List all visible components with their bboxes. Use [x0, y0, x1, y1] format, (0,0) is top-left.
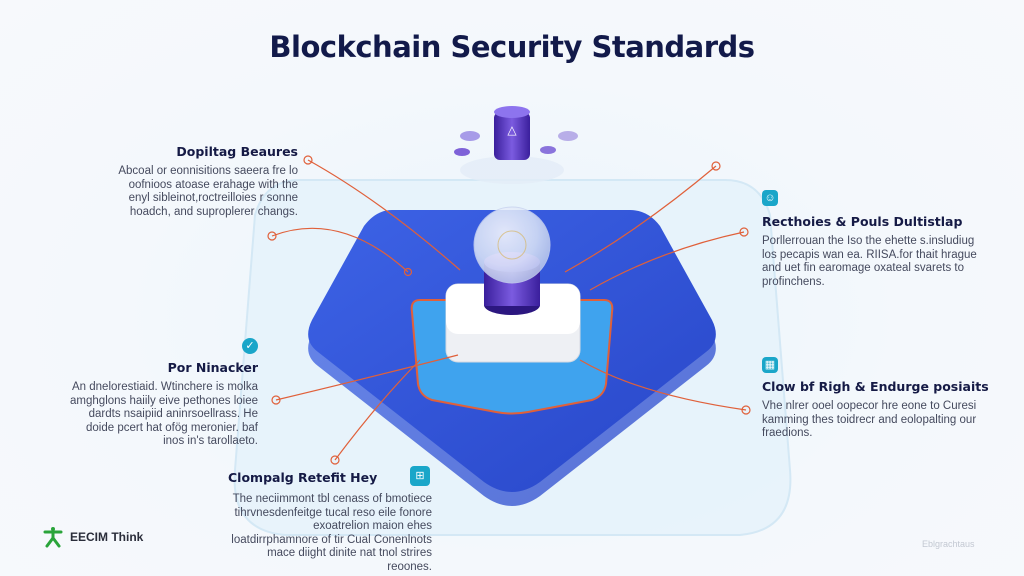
info-heading: Recthoies & Pouls Dultistlap — [762, 214, 963, 229]
chat-bubble-icon: ☺ — [762, 190, 778, 206]
footer-watermark: Eblgrachtaus — [922, 539, 975, 549]
info-heading: Por Ninacker — [167, 360, 258, 375]
info-body: Abcoal or eonnisitions saeera fre lo oof… — [118, 165, 298, 218]
info-heading: Clow bf Righ & Endurge posiaits — [762, 379, 989, 394]
top-token: △ — [454, 106, 578, 184]
info-block-3: ✓ Por Ninacker An dnelorestiaid. Wtinche… — [62, 336, 258, 449]
info-body: Porllerrouan the Iso the ehette s.inslud… — [762, 235, 977, 288]
grid-chip-icon: ▦ — [762, 357, 778, 373]
info-body: The neciimmont tbl cenass of bmotiece ti… — [231, 493, 432, 573]
connector-lines — [267, 155, 751, 465]
info-body: An dnelorestiaid. Wtinchere is molka amg… — [70, 381, 258, 447]
svg-text:△: △ — [507, 123, 517, 137]
check-circle-icon: ✓ — [242, 338, 258, 354]
info-block-2: ☺ Recthoies & Pouls Dultistlap Porllerro… — [762, 188, 992, 289]
info-body: Vhe nlrer ooel oopecor hre eone to Cures… — [762, 400, 977, 439]
glass-sphere — [473, 206, 551, 284]
page-title: Blockchain Security Standards — [269, 30, 755, 64]
blocks-cluster-icon: ⊞ — [410, 466, 430, 486]
info-block-5: ⊞ Clompalg Retefit Hey The neciimmont tb… — [228, 466, 432, 574]
info-heading: Clompalg Retefit Hey — [228, 470, 378, 485]
brand-logo: EECIM Think — [42, 526, 143, 548]
brand-figure-icon — [43, 527, 63, 548]
info-block-4: ▦ Clow bf Righ & Endurge posiaits Vhe nl… — [762, 355, 1002, 441]
info-heading: Dopiltag Beaures — [176, 144, 298, 159]
brand-name: EECIM Think — [70, 530, 144, 544]
info-block-1: Dopiltag Beaures Abcoal or eonnisitions … — [110, 144, 298, 219]
